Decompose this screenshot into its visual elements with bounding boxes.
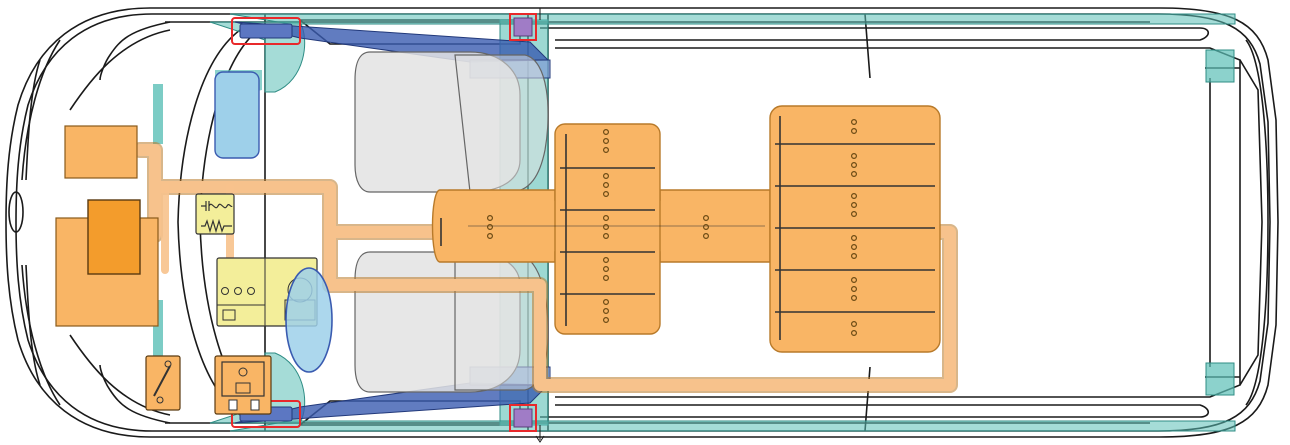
rear-corner-top	[1205, 49, 1235, 83]
roof-rail-bottom	[229, 420, 1236, 432]
traction-battery	[431, 105, 941, 353]
pillar-node-bottom	[513, 408, 533, 428]
a-pillar-highlight-top	[231, 17, 301, 45]
door-latch-detail	[535, 8, 545, 443]
front-rail-right	[153, 300, 163, 360]
heater-resistor-icon	[201, 218, 232, 234]
front-battery-box	[64, 125, 138, 179]
front-components	[55, 71, 333, 415]
front-rail-left	[153, 84, 163, 144]
fuse-relay-unit	[214, 355, 272, 415]
reservoir-upper	[214, 71, 260, 159]
a-pillar-inner-top	[239, 23, 293, 39]
rear-corner-bottom	[1205, 362, 1235, 396]
reservoir-lower	[285, 267, 333, 373]
roof-rail-top	[229, 13, 1236, 25]
heater-module	[195, 193, 235, 235]
battery-bolts	[487, 118, 857, 337]
service-disconnect	[145, 355, 181, 411]
pillar-node-bottom-outline	[509, 404, 537, 432]
traction-battery-rear-section	[769, 105, 941, 353]
pillar-node-top	[513, 17, 533, 37]
front-seat-left-back	[454, 54, 549, 193]
auxiliary-battery	[87, 199, 141, 275]
pillar-node-top-outline	[509, 13, 537, 41]
pillar-junctions	[509, 13, 537, 432]
heater-coil-icon	[201, 201, 233, 211]
